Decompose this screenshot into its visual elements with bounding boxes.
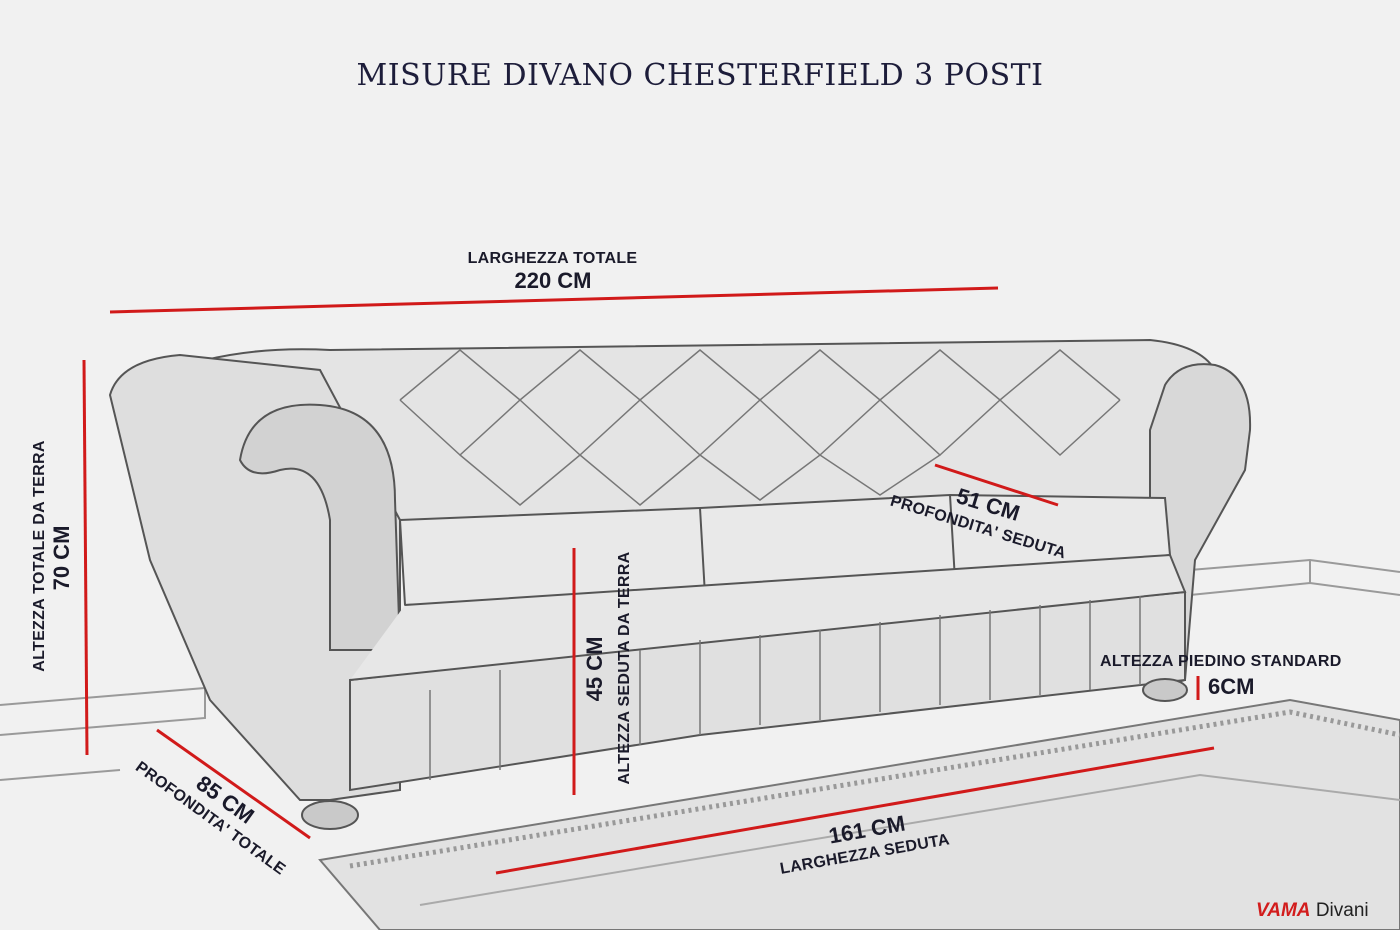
foot-height-label: ALTEZZA PIEDINO STANDARD <box>1100 653 1342 670</box>
brand-logo: VAMA Divani <box>1256 901 1369 920</box>
width-total-value: 220 CM <box>514 268 592 293</box>
room-lines <box>0 558 1400 781</box>
sofa <box>108 338 1252 830</box>
diagram-title: MISURE DIVANO CHESTERFIELD 3 POSTI <box>356 58 1044 93</box>
brand-suffix: Divani <box>1315 900 1369 921</box>
seat-height-label: ALTEZZA SEDUTA DA TERRA <box>616 551 633 785</box>
dim-line-seat-width <box>495 746 1215 875</box>
dim-line-seat-depth <box>934 463 1059 507</box>
dimension-lines <box>82 286 1215 875</box>
foot-height-value: 6CM <box>1208 674 1255 699</box>
dim-line-width-total <box>109 286 999 314</box>
height-total-value: 70 CM <box>49 525 74 591</box>
tufting <box>399 349 1141 780</box>
brand-name: VAMA <box>1256 900 1311 921</box>
width-total-label: LARGHEZZA TOTALE <box>467 250 638 267</box>
seat-height-value: 45 CM <box>582 636 607 702</box>
dim-line-height-total <box>82 359 89 756</box>
height-total-label: ALTEZZA TOTALE DA TERRA <box>31 440 48 672</box>
dim-line-depth-total <box>156 728 311 840</box>
rug <box>318 698 1400 930</box>
